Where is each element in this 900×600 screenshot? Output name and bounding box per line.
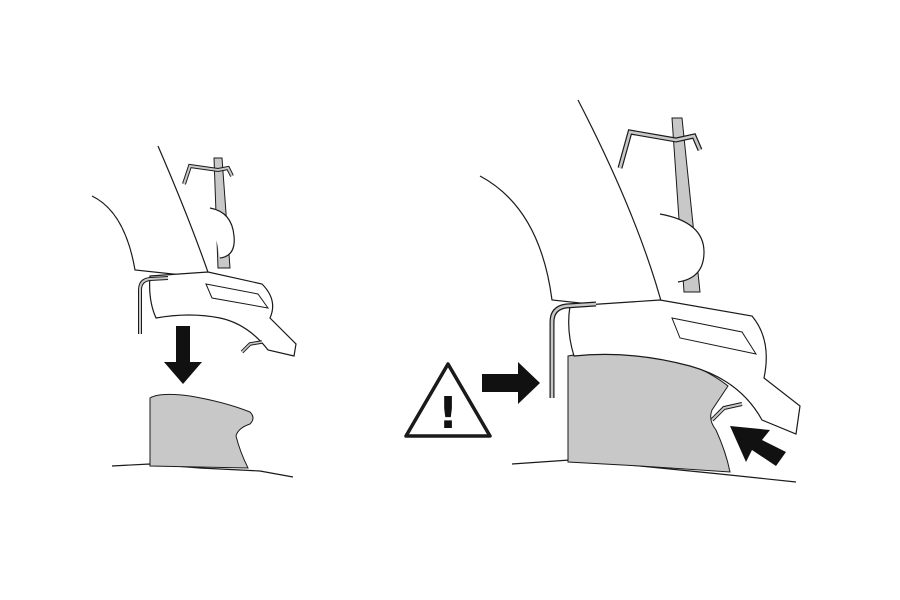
arrow-right	[482, 362, 540, 404]
step-1-roof-profile	[149, 393, 254, 469]
arrow-down	[164, 326, 202, 384]
step-1-clamp-hook-inner	[183, 164, 233, 185]
step-1-foot-slot	[205, 283, 270, 309]
step-1-group	[91, 145, 297, 478]
step-2-foot-slot	[671, 317, 758, 355]
warning-triangle-icon: !	[404, 362, 492, 439]
step-2-rear-hook-inner	[711, 403, 743, 421]
step-1-bracket-inner	[139, 277, 169, 334]
step-1-foot-base	[149, 271, 297, 357]
step-2-foot-base	[568, 299, 801, 435]
arrow-diagonal-up-left	[730, 426, 786, 466]
step-2-bracket-inner	[550, 302, 597, 398]
step-1-rear-hook-inner	[241, 341, 263, 353]
step-2-foot-block	[659, 213, 705, 283]
step-2-clamp-hook-inner	[618, 130, 702, 169]
step-1-foot-block	[209, 207, 235, 259]
step-1-ground-line	[111, 463, 294, 478]
step-2-group: !	[404, 99, 801, 483]
warning-symbol: !	[438, 388, 458, 439]
